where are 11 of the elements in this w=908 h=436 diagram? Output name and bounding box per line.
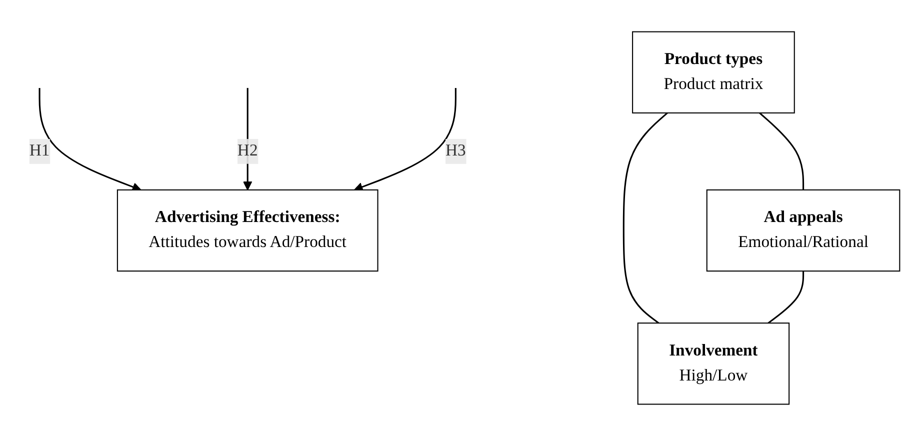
edge-label: H3 — [446, 142, 466, 160]
concept-box: Advertising Effectiveness: Attitudes towards Ad/Product — [116, 189, 378, 272]
connector-line — [768, 271, 804, 324]
concept-box: Ad appeals Emotional/Rational — [706, 189, 900, 272]
arrow — [354, 88, 456, 192]
arrow — [38, 88, 142, 192]
concept-box: Involvement High/Low — [637, 322, 790, 405]
edge-label: H2 — [237, 138, 258, 164]
connector-line — [759, 112, 804, 190]
concept-box: Product types Product matrix — [632, 31, 795, 114]
connector-line — [622, 112, 668, 324]
